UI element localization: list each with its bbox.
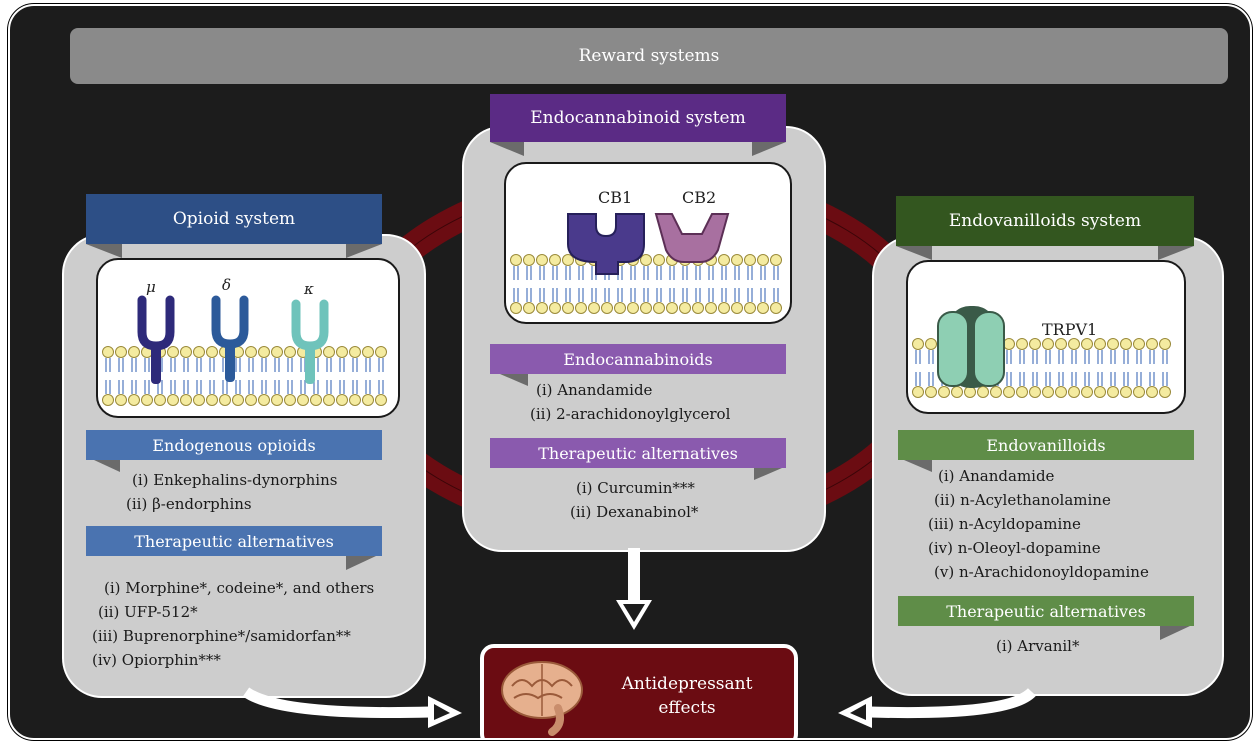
cannabinoid-header: Endocannabinoid system (490, 94, 786, 142)
cannabinoid-header-label: Endocannabinoid system (530, 108, 746, 128)
endovanilloids-tab (904, 460, 932, 472)
opioid-therapeutic-list: (i) Morphine*, codeine*, and others (ii)… (90, 576, 420, 672)
arrow-down-icon (616, 548, 652, 630)
vanilloid-therapeutic-title: Therapeutic alternatives (946, 601, 1146, 621)
list-item: (ii) UFP-512* (98, 603, 198, 621)
vanilloid-header-tab-right (1158, 246, 1194, 260)
list-item: (iii) Buprenorphine*/samidorfan** (92, 627, 351, 645)
reward-systems-banner: Reward systems (70, 28, 1228, 84)
list-item: (i) Curcumin*** (576, 479, 695, 497)
endocannabinoids-bar: Endocannabinoids (490, 344, 786, 374)
cannabinoid-therapeutic-title: Therapeutic alternatives (538, 443, 738, 463)
membrane-icon (510, 213, 782, 314)
kappa-label: κ (304, 280, 314, 298)
list-item: (ii) Dexanabinol* (570, 503, 699, 521)
list-item: (i) Anandamide (536, 381, 653, 399)
cb2-receptor-icon (654, 213, 730, 263)
cannabinoid-therapeutic-list: (i) Curcumin*** (ii) Dexanabinol* (570, 476, 790, 524)
list-item: (iv) Opiorphin*** (92, 651, 221, 669)
list-item: (v) n-Arachidonoyldopamine (934, 563, 1149, 581)
membrane-icon (102, 295, 387, 406)
endovanilloids-list: (i) Anandamide (ii) n-Acylethanolamine (… (922, 464, 1222, 584)
endogenous-opioids-bar: Endogenous opioids (86, 430, 382, 460)
list-item: (ii) β-endorphins (126, 495, 252, 513)
list-item: (i) Arvanil* (996, 637, 1080, 655)
trpv1-label: TRPV1 (1042, 320, 1098, 339)
endovanilloids-title: Endovanilloids (986, 435, 1106, 455)
vanilloid-header: Endovanilloids system (896, 196, 1194, 246)
opioid-header-tab-left (86, 244, 122, 258)
effects-label: Antidepressant effects (621, 674, 753, 718)
cannabinoid-receptor-image: CB1 CB2 (504, 162, 792, 324)
banner-title: Reward systems (578, 46, 720, 66)
brain-icon (501, 661, 583, 736)
list-item: (i) Anandamide (938, 467, 1055, 485)
cannabinoid-header-tab-right (752, 142, 786, 156)
cb1-label: CB1 (598, 188, 633, 207)
list-item: (i) Enkephalins-dynorphins (132, 471, 338, 489)
endocannabinoids-list: (i) Anandamide (ii) 2-arachidonoylglycer… (524, 378, 814, 426)
opioid-therapeutic-title: Therapeutic alternatives (134, 531, 334, 551)
cannabinoid-header-tab-left (490, 142, 524, 156)
delta-label: δ (222, 276, 232, 294)
endogenous-opioids-title: Endogenous opioids (152, 435, 316, 455)
vanilloid-header-tab-left (896, 246, 932, 260)
membrane-icon (912, 306, 1171, 398)
opioid-header: Opioid system (86, 194, 382, 244)
opioid-receptor-image: μ δ κ (96, 258, 400, 418)
endocannabinoids-title: Endocannabinoids (563, 349, 713, 369)
kappa-receptor-icon (291, 299, 329, 384)
opioid-therapeutic-tab (346, 556, 376, 570)
arrow-right-curve-icon (838, 687, 1037, 728)
vanilloid-therapeutic-list: (i) Arvanil* (996, 634, 1176, 658)
opioid-header-tab-right (346, 244, 382, 258)
endocannabinoids-tab (500, 374, 528, 386)
mu-receptor-icon (137, 295, 175, 384)
endogenous-opioids-tab (94, 460, 120, 472)
antidepressant-effects-box: Antidepressant effects (480, 644, 798, 738)
arrows (242, 548, 1037, 728)
list-item: (iii) n-Acyldopamine (928, 515, 1081, 533)
opioid-therapeutic-bar: Therapeutic alternatives (86, 526, 382, 556)
list-item: (iv) n-Oleoyl-dopamine (928, 539, 1101, 557)
opioid-header-label: Opioid system (172, 209, 296, 229)
list-item: (ii) n-Acylethanolamine (934, 491, 1111, 509)
vanilloid-therapeutic-tab (1160, 626, 1190, 640)
vanilloid-therapeutic-bar: Therapeutic alternatives (898, 596, 1194, 626)
mu-label: μ (146, 278, 156, 296)
vanilloid-header-label: Endovanilloids system (948, 211, 1142, 231)
lipid-bilayer (102, 346, 387, 406)
delta-receptor-icon (211, 295, 249, 382)
cb1-receptor-icon (567, 213, 645, 275)
trpv1-channel-icon (937, 306, 1005, 388)
cannabinoid-therapeutic-bar: Therapeutic alternatives (490, 438, 786, 468)
endovanilloids-bar: Endovanilloids (898, 430, 1194, 460)
cannabinoid-therapeutic-tab (754, 468, 782, 480)
arrow-left-curve-icon (242, 687, 462, 728)
list-item: (ii) 2-arachidonoylglycerol (530, 405, 731, 423)
cb2-label: CB2 (682, 188, 717, 207)
list-item: (i) Morphine*, codeine*, and others (104, 579, 375, 597)
vanilloid-receptor-image: TRPV1 (906, 260, 1186, 414)
diagram-frame: Reward systems Opioid system μ (8, 4, 1252, 740)
endogenous-opioids-list: (i) Enkephalins-dynorphins (ii) β-endorp… (116, 468, 416, 516)
